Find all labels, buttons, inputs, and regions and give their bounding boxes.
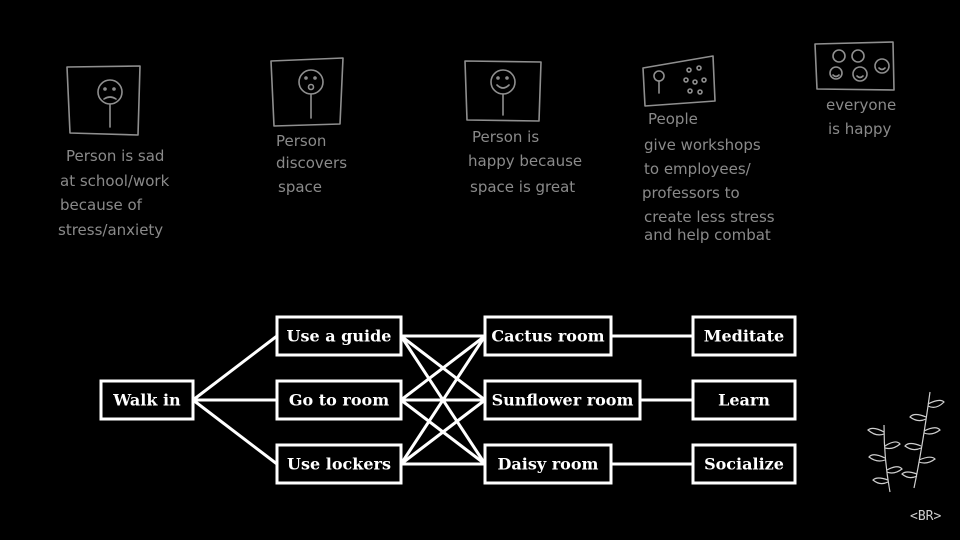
node-box	[275, 443, 403, 485]
node-box	[691, 443, 797, 485]
edge-go-to-room-to-cactus-room	[400, 334, 486, 402]
node-box	[483, 315, 613, 357]
br-logo: <BR>	[910, 509, 941, 524]
node-box	[691, 379, 797, 421]
sketch-caption-discovers: Person discovers space	[276, 132, 352, 196]
node-label: Daisy room	[498, 455, 599, 474]
node-label: Use a guide	[287, 327, 392, 346]
edge-use-lockers-to-cactus-room	[399, 335, 487, 465]
node-label: Meditate	[704, 327, 784, 346]
node-walk-in: Walk in	[99, 379, 195, 421]
sketch-workshops	[642, 55, 716, 107]
sketch-caption-workshops: People give workshops to employees/ prof…	[642, 110, 779, 244]
node-box	[99, 379, 195, 421]
node-label: Walk in	[112, 391, 181, 410]
node-label: Use lockers	[287, 455, 391, 474]
node-box	[483, 379, 642, 421]
sketch-caption-happy: Person is happy because space is great	[468, 128, 587, 196]
node-label: Socialize	[704, 455, 784, 474]
sketch-everyone-happy	[814, 41, 895, 91]
sketch-happy-person	[464, 60, 542, 122]
node-daisy-room: Daisy room	[483, 443, 613, 485]
node-learn: Learn	[691, 379, 797, 421]
node-box	[275, 315, 403, 357]
node-box	[275, 379, 403, 421]
node-go-to-room: Go to room	[275, 379, 403, 421]
edge-walk-in-to-use-a-guide	[192, 334, 278, 402]
sketch-sad-person	[66, 65, 141, 136]
sketch-caption-everyone: everyone is happy	[826, 96, 901, 138]
node-cactus-room: Cactus room	[483, 315, 613, 357]
sketch-person-discovers	[270, 57, 344, 127]
node-label: Sunflower room	[492, 391, 634, 410]
node-meditate: Meditate	[691, 315, 797, 357]
node-label: Cactus room	[491, 327, 604, 346]
node-use-lockers: Use lockers	[275, 443, 403, 485]
edge-walk-in-to-use-lockers	[192, 398, 278, 466]
node-box	[483, 443, 613, 485]
sketch-caption-sad: Person is sad at school/work because of …	[58, 147, 174, 239]
node-label: Learn	[718, 391, 770, 410]
plant-illustration	[867, 391, 945, 493]
node-label: Go to room	[289, 391, 389, 410]
edge-use-lockers-to-sunflower-room	[400, 398, 486, 466]
node-box	[691, 315, 797, 357]
node-use-a-guide: Use a guide	[275, 315, 403, 357]
node-sunflower-room: Sunflower room	[483, 379, 642, 421]
node-socialize: Socialize	[691, 443, 797, 485]
flow-edges	[192, 334, 693, 466]
